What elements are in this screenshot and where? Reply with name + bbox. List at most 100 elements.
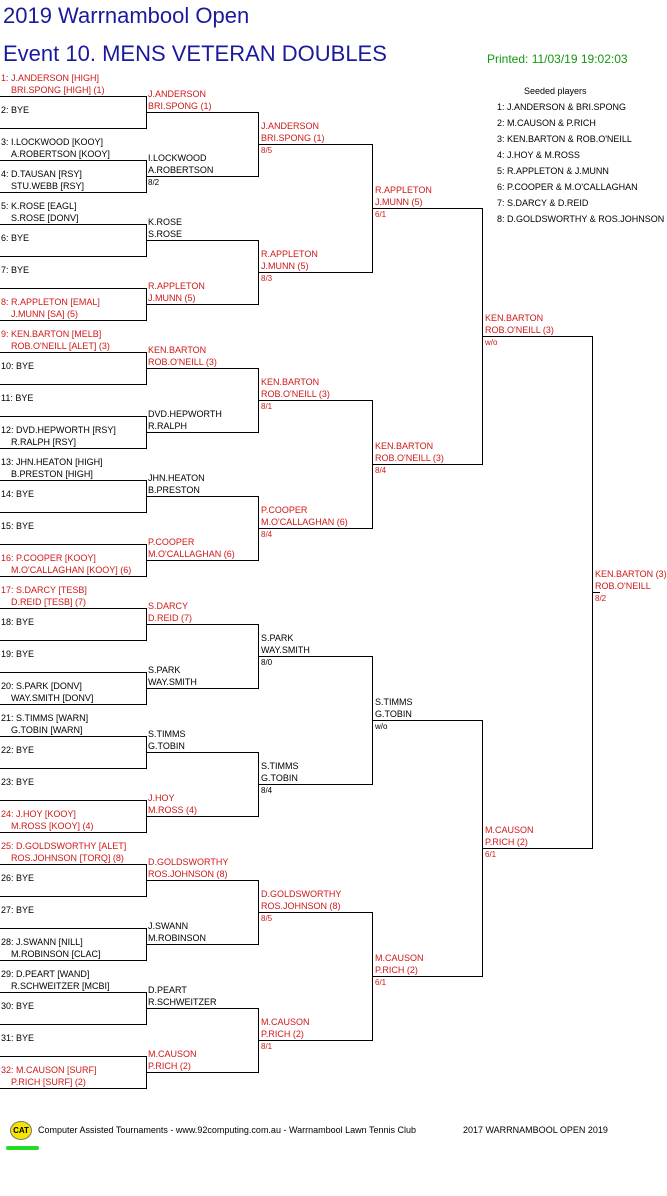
match-winner-partner: P.RICH (2) — [261, 1029, 304, 1039]
bracket-line — [0, 224, 146, 225]
match-score: 8/5 — [261, 146, 273, 155]
bracket-line — [0, 960, 146, 961]
seeded-player-item: 8: D.GOLDSWORTHY & ROS.JOHNSON — [497, 214, 665, 224]
match-winner-partner: G.TOBIN — [148, 741, 185, 751]
bracket-line — [0, 1088, 146, 1089]
match-winner-partner: BRI.SPONG (1) — [148, 101, 212, 111]
bracket-line — [0, 352, 146, 353]
bracket-line — [0, 896, 146, 897]
bracket-line — [0, 384, 146, 385]
match-winner-partner: G.TOBIN — [261, 773, 298, 783]
bracket-line — [146, 240, 258, 241]
bracket-line — [146, 496, 258, 497]
bracket-line — [0, 96, 146, 97]
match-winner-partner: R.RALPH — [148, 421, 188, 431]
match-score: 8/4 — [375, 466, 387, 475]
match-winner-partner: J.MUNN (5) — [148, 293, 196, 303]
match-score: 8/0 — [261, 658, 273, 667]
match-winner-partner: M.ROSS (4) — [148, 805, 198, 815]
draw-entry: 6: BYE — [1, 233, 30, 243]
match-winner: M.CAUSON — [148, 1049, 197, 1059]
seeded-player-item: 1: J.ANDERSON & BRI.SPONG — [497, 102, 627, 112]
draw-entry-partner: M.ROBINSON [CLAC] — [11, 949, 101, 959]
match-score: 8/2 — [148, 178, 160, 187]
bracket-line — [146, 112, 258, 113]
match-winner: S.PARK — [148, 665, 181, 675]
draw-entry: 12: DVD.HEPWORTH [RSY] — [1, 425, 116, 435]
bracket-line — [0, 576, 146, 577]
draw-entry: 2: BYE — [1, 105, 30, 115]
bracket-line — [258, 784, 372, 785]
match-winner-partner: P.RICH (2) — [375, 965, 418, 975]
match-winner: R.APPLETON — [261, 249, 318, 259]
draw-entry: 5: K.ROSE [EAGL] — [1, 201, 77, 211]
bracket-line — [0, 672, 146, 673]
match-winner-partner: M.O'CALLAGHAN (6) — [261, 517, 348, 527]
bracket-line — [146, 624, 258, 625]
match-winner-partner: G.TOBIN — [375, 709, 412, 719]
draw-entry-partner: WAY.SMITH [DONV] — [11, 693, 94, 703]
match-winner: M.CAUSON — [375, 953, 424, 963]
bracket-line — [0, 512, 146, 513]
match-winner: I.LOCKWOOD — [148, 153, 207, 163]
draw-entry: 31: BYE — [1, 1033, 35, 1043]
bracket-line — [258, 272, 372, 273]
match-score: 8/2 — [595, 594, 607, 603]
bracket-line — [372, 976, 482, 977]
match-winner-partner: WAY.SMITH — [148, 677, 197, 687]
bracket-line — [0, 928, 146, 929]
bracket-line — [482, 848, 592, 849]
bracket-line — [146, 432, 258, 433]
bracket-line — [146, 368, 258, 369]
match-winner-partner: ROS.JOHNSON (8) — [261, 901, 341, 911]
match-winner: P.COOPER — [148, 537, 195, 547]
draw-entry-partner: P.RICH [SURF] (2) — [11, 1077, 86, 1087]
draw-entry-partner: G.TOBIN [WARN] — [11, 725, 83, 735]
bracket-line — [482, 336, 592, 337]
seeded-players-heading: Seeded players — [524, 86, 587, 96]
draw-entry: 1: J.ANDERSON [HIGH] — [1, 73, 100, 83]
bracket-line — [146, 752, 258, 753]
draw-entry: 11: BYE — [1, 393, 34, 403]
bracket-line — [146, 1072, 258, 1073]
match-winner-partner: J.MUNN (5) — [261, 261, 309, 271]
draw-entry-partner: J.MUNN [SA] (5) — [11, 309, 79, 319]
bracket-line — [0, 192, 146, 193]
bracket-line — [372, 464, 482, 465]
draw-entry: 7: BYE — [1, 265, 30, 275]
match-winner: R.APPLETON — [148, 281, 205, 291]
bracket-line — [258, 1040, 372, 1041]
draw-entry-partner: R.SCHWEITZER [MCBI] — [11, 981, 110, 991]
draw-entry: 19: BYE — [1, 649, 35, 659]
draw-entry-partner: S.ROSE [DONV] — [11, 213, 79, 223]
bracket-line — [0, 544, 146, 545]
match-winner: J.ANDERSON — [261, 121, 320, 131]
bracket-line — [0, 160, 146, 161]
match-winner: D.GOLDSWORTHY — [148, 857, 229, 867]
bracket-line — [0, 640, 146, 641]
match-winner-partner: ROB.O'NEILL (3) — [375, 453, 444, 463]
draw-entry-partner: ROS.JOHNSON [TORQ] (8) — [11, 853, 124, 863]
bracket-line — [0, 704, 146, 705]
match-winner-partner: P.RICH (2) — [148, 1061, 191, 1071]
match-score: w/o — [485, 338, 498, 347]
match-winner-partner: ROB.O'NEILL (3) — [148, 357, 217, 367]
bracket-line — [258, 528, 372, 529]
match-winner: M.CAUSON — [485, 825, 534, 835]
bracket-line — [372, 208, 482, 209]
draw-entry: 8: R.APPLETON [EMAL] — [1, 297, 100, 307]
match-winner-partner: B.PRESTON — [148, 485, 200, 495]
draw-entry: 25: D.GOLDSWORTHY [ALET] — [1, 841, 127, 851]
bracket-line — [146, 304, 258, 305]
draw-entry: 4: D.TAUSAN [RSY] — [1, 169, 82, 179]
bracket-line — [0, 416, 146, 417]
match-winner: K.ROSE — [148, 217, 183, 227]
bracket-line — [258, 912, 372, 913]
match-winner-partner: M.O'CALLAGHAN (6) — [148, 549, 235, 559]
match-winner-partner: D.REID (7) — [148, 613, 193, 623]
draw-entry: 9: KEN.BARTON [MELB] — [1, 329, 102, 339]
match-winner: KEN.BARTON — [375, 441, 434, 451]
seeded-player-item: 7: S.DARCY & D.REID — [497, 198, 589, 208]
draw-entry: 21: S.TIMMS [WARN] — [1, 713, 89, 723]
match-winner-partner: BRI.SPONG (1) — [261, 133, 325, 143]
